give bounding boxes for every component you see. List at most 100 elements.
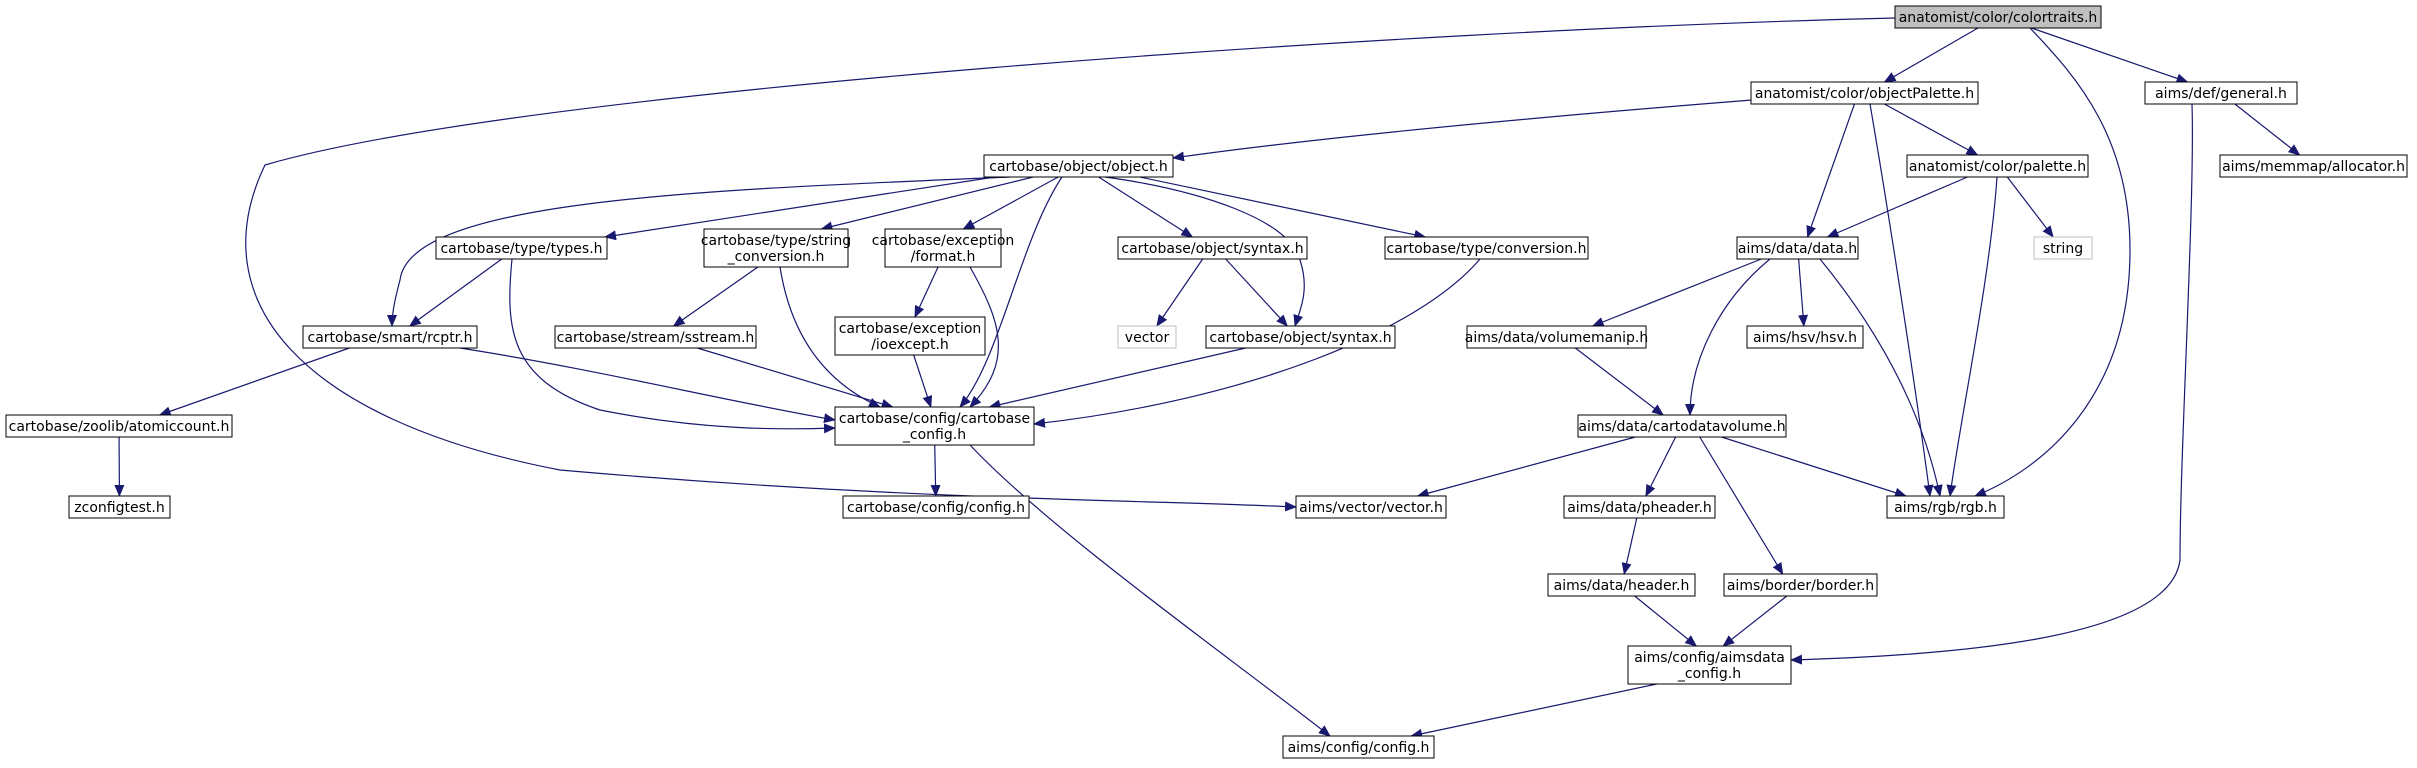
edge-objectPalette-to-palette (1884, 103, 1979, 156)
edge-pheader-to-header (1621, 517, 1638, 575)
node-hsv[interactable]: aims/hsv/hsv.h (1746, 325, 1864, 349)
edge-syntax1-to-vector (1156, 258, 1204, 327)
node-colortraits[interactable]: anatomist/color/colortraits.h (1894, 5, 2102, 29)
edge-string_conv-to-sstream (672, 266, 759, 327)
edge-colortraits-to-rgb (1974, 27, 2131, 497)
node-volumemanip[interactable]: aims/data/volumemanip.h (1465, 325, 1648, 349)
edge-object-to-syntax1 (1098, 176, 1194, 238)
edge-cartodatavolume-to-rgb (1721, 436, 1907, 498)
edge-colortraits-to-general (2031, 27, 2189, 84)
edge-object-to-rcptr (387, 176, 1011, 327)
edge-cartodatavolume-to-pheader (1645, 436, 1677, 497)
node-label: aims/vector/vector.h (1299, 500, 1443, 516)
node-label: aims/data/pheader.h (1567, 500, 1712, 516)
node-string: string (2033, 236, 2093, 260)
edge-types-to-rcptr (408, 258, 503, 327)
node-rcptr[interactable]: cartobase/smart/rcptr.h (302, 325, 478, 349)
edge-cartodatavolume-to-vector_h (1416, 436, 1636, 498)
node-label: cartobase/object/syntax.h (1121, 241, 1303, 257)
node-box (1117, 325, 1177, 349)
node-objectPalette[interactable]: anatomist/color/objectPalette.h (1750, 81, 1979, 105)
node-types[interactable]: cartobase/type/types.h (435, 236, 608, 260)
dependency-edges (114, 17, 2301, 739)
node-carto-config-h[interactable]: cartobase/config/config.h (842, 495, 1030, 519)
node-box (1547, 573, 1696, 597)
node-vector-h[interactable]: aims/vector/vector.h (1295, 495, 1447, 519)
edge-objectPalette-to-rgb (1869, 103, 1934, 497)
node-pheader[interactable]: aims/data/pheader.h (1563, 495, 1716, 519)
edge-exc_format-to-ioexcept (914, 266, 939, 318)
node-box (1736, 236, 1859, 260)
node-label: aims/data/volumemanip.h (1465, 330, 1648, 346)
node-box (1295, 495, 1447, 519)
node-label: aims/data/data.h (1738, 241, 1857, 257)
node-box (983, 154, 1174, 178)
node-allocator[interactable]: aims/memmap/allocator.h (2219, 154, 2408, 178)
edge-carto_config-to-carto_config_h (930, 444, 941, 497)
node-zconfigtest[interactable]: zconfigtest.h (68, 495, 171, 519)
node-box (1384, 236, 1589, 260)
node-carto-config[interactable]: cartobase/config/cartobase_config.h (834, 406, 1035, 446)
edge-general-to-aimsdata_config (1790, 103, 2193, 665)
node-box (2219, 154, 2408, 178)
node-ioexcept[interactable]: cartobase/exception/ioexcept.h (834, 316, 986, 356)
node-label: aims/rgb/rgb.h (1894, 500, 1997, 516)
node-label: aims/border/border.h (1727, 578, 1874, 594)
node-label: _conversion.h (727, 249, 825, 265)
node-label: vector (1125, 330, 1170, 346)
node-label: cartobase/exception (872, 233, 1015, 249)
node-palette[interactable]: anatomist/color/palette.h (1906, 154, 2089, 178)
node-box (884, 228, 1002, 268)
node-box (1746, 325, 1864, 349)
node-box (68, 495, 171, 519)
edge-objectPalette-to-data (1806, 103, 1856, 238)
node-label: cartobase/type/conversion.h (1387, 241, 1587, 257)
node-box (1577, 414, 1787, 438)
node-atomiccount[interactable]: cartobase/zoolib/atomiccount.h (5, 414, 233, 438)
node-box (1906, 154, 2089, 178)
node-label: cartobase/object/syntax.h (1209, 330, 1391, 346)
node-border[interactable]: aims/border/border.h (1723, 573, 1878, 597)
node-label: cartobase/smart/rcptr.h (308, 330, 473, 346)
node-box (1886, 495, 2005, 519)
node-box (1466, 325, 1647, 349)
edge-object-to-types (604, 176, 996, 241)
edge-border-to-aimsdata_config (1722, 595, 1788, 647)
node-string-conv[interactable]: cartobase/type/string_conversion.h (701, 228, 851, 268)
node-label: aims/config/aimsdata (1634, 650, 1785, 666)
node-data[interactable]: aims/data/data.h (1736, 236, 1859, 260)
edge-aimsdata_config-to-aims_config (1410, 683, 1657, 739)
node-box (1563, 495, 1716, 519)
node-box (554, 325, 757, 349)
node-header[interactable]: aims/data/header.h (1547, 573, 1696, 597)
node-syntax1[interactable]: cartobase/object/syntax.h (1117, 236, 1308, 260)
node-label: aims/hsv/hsv.h (1753, 330, 1857, 346)
node-label: anatomist/color/colortraits.h (1899, 10, 2098, 26)
node-general[interactable]: aims/def/general.h (2144, 81, 2298, 105)
node-label: cartobase/object/object.h (989, 159, 1168, 175)
node-syntax2[interactable]: cartobase/object/syntax.h (1205, 325, 1396, 349)
node-object[interactable]: cartobase/object/object.h (983, 154, 1174, 178)
node-cartodatavolume[interactable]: aims/data/cartodatavolume.h (1577, 414, 1787, 438)
node-aims-config[interactable]: aims/config/config.h (1282, 735, 1435, 759)
node-label: cartobase/stream/sstream.h (557, 330, 755, 346)
edge-object-to-exc_format (962, 176, 1059, 230)
node-label: cartobase/zoolib/atomiccount.h (9, 419, 230, 435)
edge-rcptr-to-carto_config (459, 347, 836, 424)
node-conversion[interactable]: cartobase/type/conversion.h (1384, 236, 1589, 260)
node-rgb[interactable]: aims/rgb/rgb.h (1886, 495, 2005, 519)
edge-string_conv-to-carto_config (779, 266, 881, 408)
node-exc-format[interactable]: cartobase/exception/format.h (872, 228, 1015, 268)
node-box (2144, 81, 2298, 105)
edge-ioexcept-to-carto_config (913, 354, 933, 408)
node-label: aims/def/general.h (2155, 86, 2287, 102)
edge-types-to-carto_config (509, 258, 836, 434)
node-aimsdata-config[interactable]: aims/config/aimsdata_config.h (1627, 645, 1792, 685)
node-label: anatomist/color/palette.h (1909, 159, 2086, 175)
node-box (5, 414, 233, 438)
node-label: /format.h (911, 249, 976, 265)
edge-syntax2-to-carto_config (988, 347, 1246, 410)
node-sstream[interactable]: cartobase/stream/sstream.h (554, 325, 757, 349)
edge-header-to-aimsdata_config (1634, 595, 1698, 647)
edge-carto_config-to-aims_config (969, 444, 1331, 737)
